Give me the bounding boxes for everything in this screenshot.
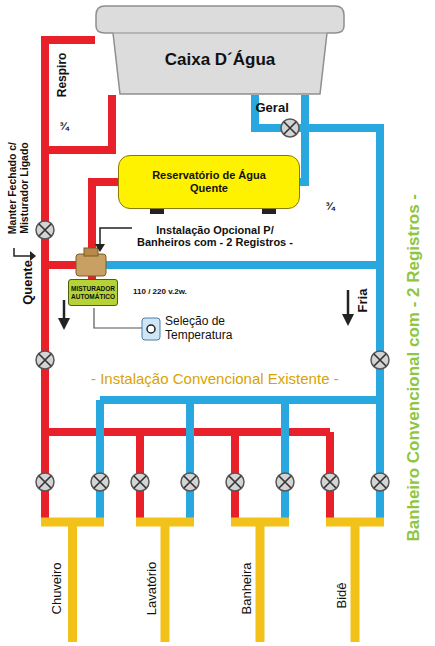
leader-arrow (95, 244, 105, 252)
mixer-valve (76, 254, 106, 276)
valve-symbol (131, 473, 149, 491)
valve-symbol (276, 473, 294, 491)
diagram-label: Bidê (335, 582, 350, 608)
fixture-tee (231, 522, 289, 642)
flow-arrow (342, 314, 354, 326)
diagram-label: Seleção de Temperatura (165, 315, 255, 343)
water-tank: Caixa D´Água (95, 5, 345, 95)
flow-arrow (347, 290, 350, 318)
diagram-label: Manter Fechado c/ Misturador Ligado (6, 132, 30, 244)
valve-symbol (281, 119, 299, 137)
hot-pipe (45, 95, 112, 150)
valve-symbol (36, 221, 54, 239)
fixture-tees (41, 522, 384, 642)
tank-outline (95, 5, 345, 95)
diagram-label: Geral (256, 101, 289, 116)
automatic-mixer: MISTURADOR AUTOMÁTICO (68, 279, 118, 306)
hot-pipe (45, 261, 80, 269)
cold-pipe (104, 261, 380, 269)
diagram-label: Lavatório (145, 561, 160, 614)
valve-symbol (226, 473, 244, 491)
mixer-valve (84, 248, 98, 256)
flow-arrow (58, 318, 70, 330)
diagram-label: Banheira (240, 562, 255, 614)
leader-line (100, 228, 132, 246)
valve-symbol (36, 473, 54, 491)
node-text: MISTURADOR AUTOMÁTICO (71, 285, 115, 300)
valve-symbol (321, 473, 339, 491)
leader-arrow (30, 251, 36, 261)
diagram-label: Chuveiro (50, 562, 65, 614)
pipe-connector (300, 95, 305, 182)
node-text: Reservatório de Água Quente (149, 169, 269, 194)
diagram-label: Instalação Opcional P/ Banheiros com - 2… (133, 224, 298, 249)
valve-symbol (371, 351, 389, 369)
hot-water-tank: Reservatório de Água Quente (118, 155, 300, 209)
diagram-label: 110 / 220 v.2w. (133, 287, 187, 296)
temperature-switch (142, 318, 160, 340)
cold-pipe (100, 400, 380, 520)
valve-symbol (91, 473, 109, 491)
fixture-tee (326, 522, 384, 642)
diagram-label: ¾ (326, 200, 335, 213)
diagram-label: - Instalação Convencional Existente - (91, 370, 339, 387)
diagram-label: Fria (356, 288, 371, 312)
temperature-switch (147, 325, 155, 333)
valve-symbol (371, 473, 389, 491)
control-wire (94, 308, 142, 328)
diagram-label: Respiro (56, 53, 70, 98)
valve-symbol (181, 473, 199, 491)
fixture-tee (136, 522, 194, 642)
diagram-label: ¾ (60, 120, 69, 133)
diagram-title: Banheiro Convencional com - 2 Registros … (404, 194, 424, 542)
fixture-tee (41, 522, 104, 642)
node-text: Caixa D´Água (165, 50, 276, 70)
valve-symbol (36, 351, 54, 369)
diagram-label: Quente (20, 260, 35, 305)
